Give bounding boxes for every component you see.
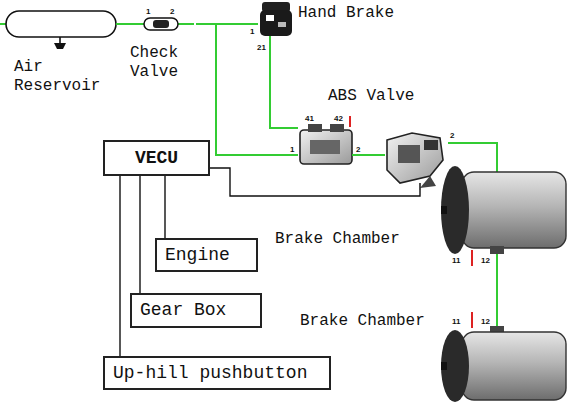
port-number: 12	[481, 317, 490, 326]
process-box: Engine	[155, 238, 258, 272]
process-box: Gear Box	[130, 293, 262, 328]
port-number: 41	[305, 114, 314, 123]
relay-valve	[300, 116, 385, 164]
signal-wire	[139, 176, 140, 293]
node-label: ABS Valve	[328, 87, 414, 106]
check-valve-symbol	[128, 18, 194, 30]
signal-wire	[119, 176, 120, 356]
air-pipe	[116, 23, 128, 25]
node-label: Hand Brake	[298, 4, 394, 23]
signal-wire	[210, 168, 420, 196]
abs-valve	[387, 133, 443, 190]
node-label: Up-hill pushbutton	[113, 364, 307, 383]
node-label: Brake Chamber	[275, 230, 400, 249]
valve-node: ABS Valve	[298, 85, 448, 190]
air-pipe	[496, 262, 498, 312]
port-number: 1	[146, 7, 150, 16]
port-number: 42	[334, 114, 343, 123]
port-number: 11	[452, 256, 460, 265]
process-box: Up-hill pushbutton	[103, 356, 331, 390]
reservoir-node: Air Reservoir	[4, 4, 116, 110]
hand-brake-valve	[260, 2, 292, 42]
node-label: Gear Box	[140, 301, 226, 320]
port-number: 11	[452, 317, 460, 326]
port-number: 2	[170, 7, 174, 16]
node-label: Check Valve	[130, 44, 194, 82]
chamber-node: Brake Chamber	[272, 165, 572, 262]
reservoir-tank	[0, 11, 116, 49]
brake-chamber	[441, 312, 566, 402]
air-pipe	[196, 24, 298, 155]
brake-chamber	[441, 165, 566, 266]
valve-node: Hand Brake	[258, 0, 398, 42]
chamber-node: Brake Chamber	[297, 312, 572, 407]
process-box: VECU	[103, 140, 210, 176]
node-label: Air Reservoir	[14, 58, 109, 96]
air-pipe	[270, 42, 298, 128]
port-number: 1	[250, 27, 254, 36]
port-number: 21	[257, 43, 266, 52]
port-number: 12	[481, 256, 490, 265]
node-label: VECU	[135, 149, 178, 168]
port-number: 2	[356, 145, 360, 154]
port-number: 2	[450, 131, 454, 140]
node-label: Engine	[165, 246, 230, 265]
valve-node: Check Valve	[128, 6, 196, 92]
port-number: 1	[290, 145, 294, 154]
signal-wire	[164, 176, 165, 238]
air-pipe	[448, 143, 497, 165]
node-label: Brake Chamber	[300, 312, 425, 331]
